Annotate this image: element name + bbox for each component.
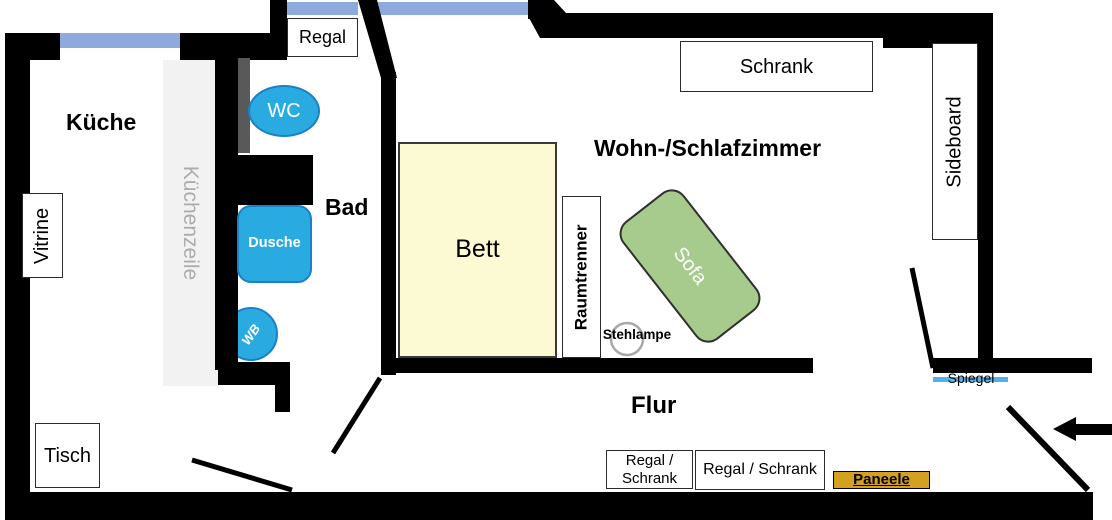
bath-bottom-wall	[218, 362, 290, 385]
room-label-kitchen: Küche	[66, 109, 137, 135]
room-label-hall: Flur	[631, 392, 677, 419]
entrance-arrow-icon	[1053, 417, 1112, 441]
room-divider: Raumtrenner	[562, 196, 601, 358]
top-left-corner-wall	[5, 33, 60, 60]
kitchen-top-wall	[180, 33, 287, 60]
bottom-wall	[5, 492, 1093, 520]
wardrobe-box: Schrank	[680, 41, 873, 92]
bath-door-jamb	[275, 372, 290, 412]
door-swing-line	[330, 376, 383, 455]
toilet-label: WC	[267, 100, 301, 122]
floor-lamp-icon	[609, 321, 645, 357]
wall-panels-label: Paneele	[853, 470, 910, 488]
mirror-line	[933, 377, 1008, 382]
room-divider-label: Raumtrenner	[571, 224, 591, 330]
shelf-cabinet-small-line2: Schrank	[621, 469, 678, 487]
right-wall	[978, 13, 993, 363]
hall-right-wall	[933, 358, 1092, 373]
shelf-cabinet-small-box: Regal / Schrank	[606, 450, 693, 489]
bath-window	[287, 2, 358, 15]
shelf-cabinet-small-line1: Regal /	[625, 451, 674, 469]
divider-wall-vertical	[381, 72, 396, 375]
sideboard-box: Sideboard	[932, 43, 978, 240]
wardrobe-label: Schrank	[739, 55, 814, 78]
floor-lamp-label: Stehlampe	[602, 327, 672, 342]
living-top-wall	[540, 13, 993, 38]
kitchen-unit: Küchenzeile	[163, 60, 218, 386]
slanted-divider-wall	[358, 0, 397, 78]
wall-panels-box: Paneele	[833, 471, 930, 489]
bath-left-wall	[215, 58, 238, 370]
gray-wall-segment	[238, 58, 250, 153]
shelf-top-box: Regal	[287, 18, 358, 57]
display-cabinet-label: Vitrine	[31, 207, 54, 264]
mirror-label: Spiegel	[947, 370, 995, 386]
room-label-bath: Bad	[325, 194, 369, 220]
toilet: WC	[248, 85, 320, 137]
shower: Dusche	[237, 205, 312, 283]
top-stub-wall	[270, 0, 287, 36]
shower-label: Dusche	[248, 235, 301, 252]
entrance-door-swing-line	[1005, 404, 1091, 493]
sofa-label: Sofa	[668, 243, 712, 289]
door-swing-line	[909, 267, 936, 369]
door-swing-line	[191, 457, 293, 493]
shelf-top-label: Regal	[298, 26, 347, 47]
bed-label: Bett	[455, 235, 500, 264]
table-label: Tisch	[43, 444, 92, 467]
living-window	[374, 2, 528, 15]
table-box: Tisch	[35, 423, 100, 488]
sideboard-label: Sideboard	[944, 95, 966, 188]
kitchen-window	[60, 33, 180, 48]
bed: Bett	[398, 142, 557, 358]
room-label-living: Wohn-/Schlafzimmer	[594, 135, 822, 161]
living-top-wall-step	[883, 37, 993, 48]
living-bottom-wall	[395, 358, 813, 373]
bath-divider-block	[238, 155, 313, 205]
shelf-cabinet-wide-label: Regal / Schrank	[703, 461, 817, 479]
display-cabinet-box: Vitrine	[22, 193, 63, 278]
shelf-cabinet-wide-box: Regal / Schrank	[695, 450, 825, 490]
